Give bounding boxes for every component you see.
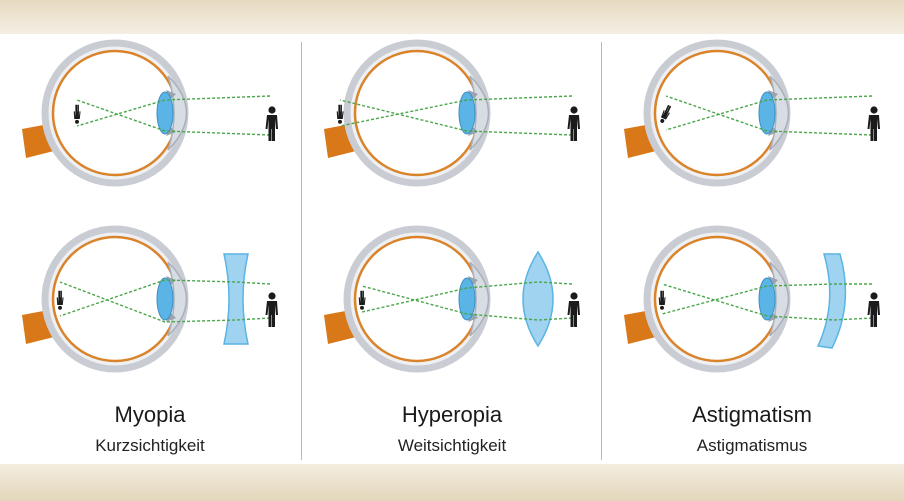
retina-image-icon (73, 104, 81, 124)
astigmatism-column: Astigmatism Astigmatismus (602, 34, 902, 464)
hyperopia-corrected-eye (324, 225, 580, 373)
light-ray (661, 283, 873, 321)
light-ray (76, 99, 271, 136)
iris (468, 312, 478, 322)
eye-lens (458, 277, 476, 321)
iris (166, 312, 176, 322)
light-ray (339, 95, 573, 127)
retina-image-icon (658, 290, 666, 310)
condition-title: Myopia (114, 402, 186, 427)
astigmatism-corrected-eye (624, 225, 880, 373)
light-ray (59, 281, 271, 323)
light-ray (665, 95, 873, 136)
light-ray (361, 281, 573, 313)
eye-lens (156, 277, 174, 321)
condition-subtitle: Kurzsichtigkeit (95, 436, 205, 455)
myopia-column: Myopia Kurzsichtigkeit (0, 34, 300, 464)
iris (768, 276, 778, 286)
iris (468, 126, 478, 136)
light-ray (661, 283, 872, 315)
bottom-band (0, 464, 904, 501)
iris (468, 90, 478, 100)
retina-image-icon (56, 290, 64, 310)
myopia-uncorrected-eye (22, 39, 278, 187)
iris (166, 90, 176, 100)
light-ray (59, 279, 271, 317)
column-divider (601, 42, 602, 460)
condition-title: Astigmatism (692, 402, 812, 427)
person-icon (265, 106, 278, 141)
iris (768, 90, 778, 100)
condition-subtitle: Astigmatismus (696, 436, 808, 455)
person-icon (567, 106, 580, 141)
light-ray (361, 285, 573, 321)
retina-image-icon (358, 290, 366, 310)
retina-image-icon (660, 104, 672, 123)
light-ray (76, 95, 271, 127)
iris (166, 126, 176, 136)
convex-lens (522, 250, 554, 348)
person-icon (867, 106, 880, 141)
iris (768, 126, 778, 136)
top-band (0, 0, 904, 34)
person-icon (265, 292, 278, 327)
iris (166, 276, 176, 286)
cylindrical-lens (816, 253, 847, 349)
eye-lens (758, 91, 776, 135)
condition-subtitle: Weitsichtigkeit (397, 436, 507, 455)
eye-lens (758, 277, 776, 321)
iris (768, 312, 778, 322)
person-icon (867, 292, 880, 327)
hyperopia-uncorrected-eye (324, 39, 580, 187)
condition-title: Hyperopia (401, 402, 503, 427)
hyperopia-column: Hyperopia Weitsichtigkeit (302, 34, 602, 464)
iris (468, 276, 478, 286)
retina-image-icon (336, 104, 344, 124)
myopia-corrected-eye (22, 225, 278, 373)
eye-lens (156, 91, 174, 135)
concave-lens (223, 253, 249, 345)
eye-lens (458, 91, 476, 135)
light-ray (339, 99, 573, 136)
light-ray (665, 95, 873, 131)
astigmatism-uncorrected-eye (624, 39, 880, 187)
person-icon (567, 292, 580, 327)
column-divider (301, 42, 302, 460)
